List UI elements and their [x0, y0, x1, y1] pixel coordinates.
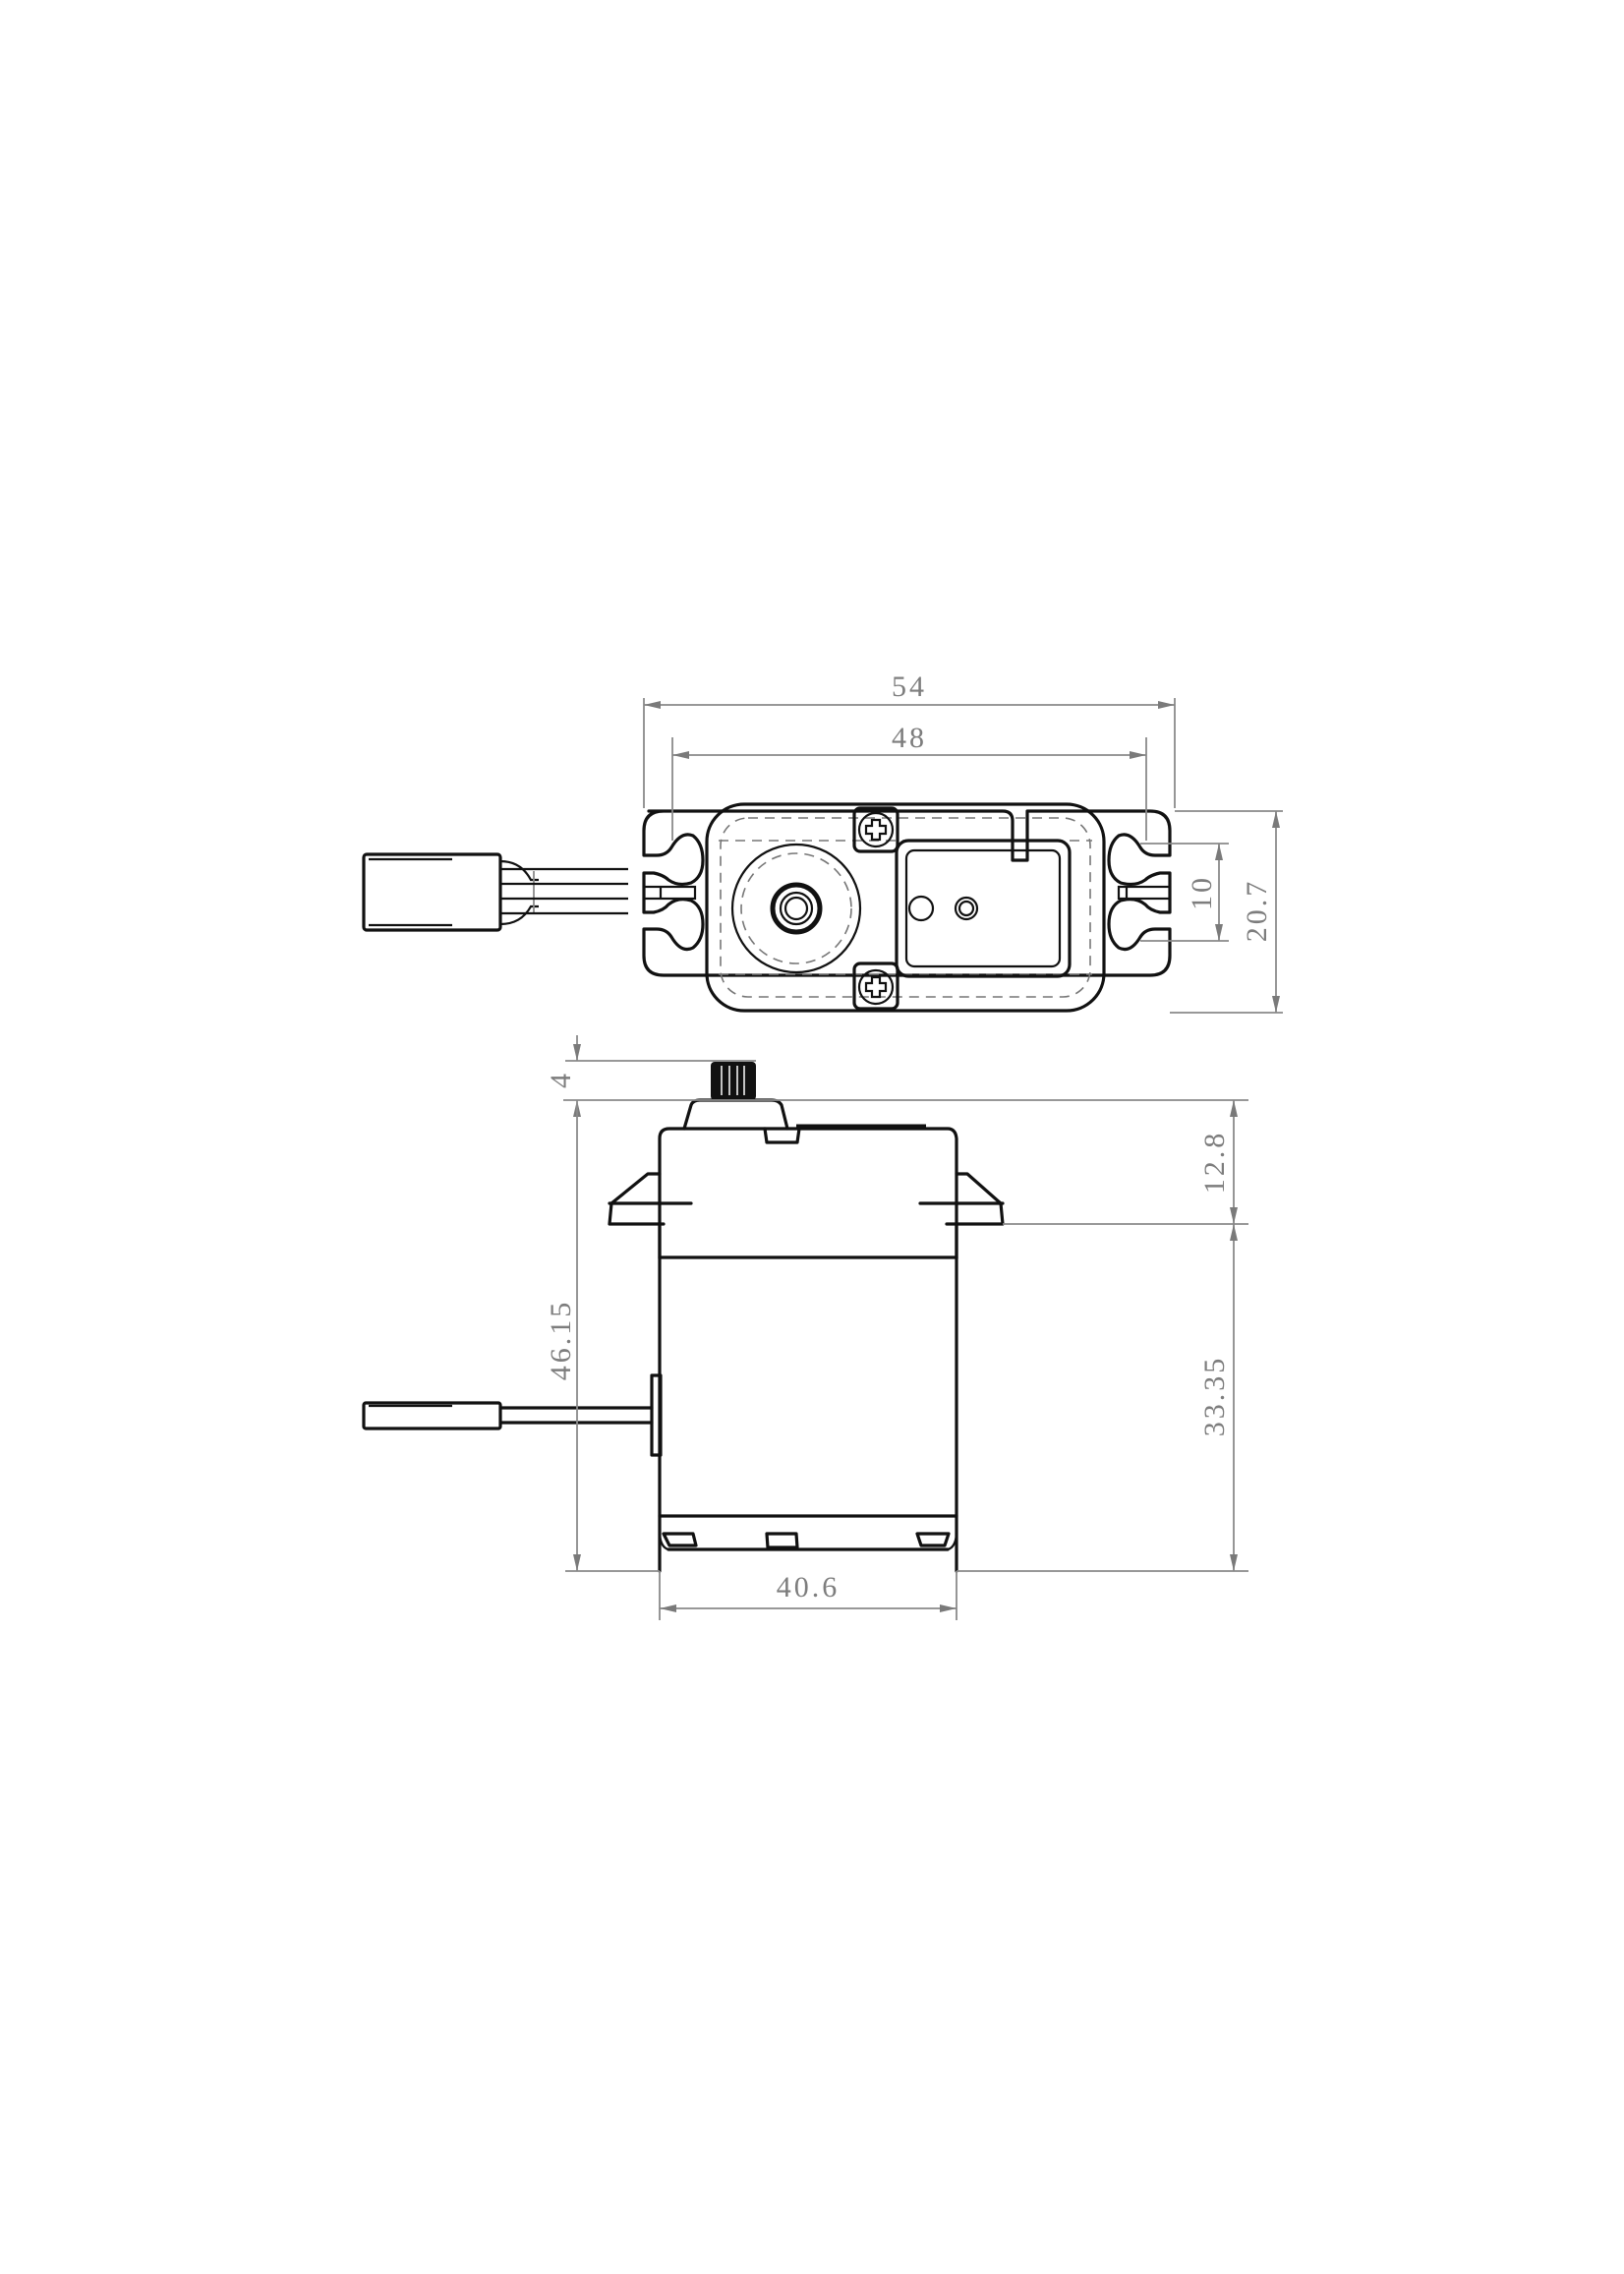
lower-case-side	[658, 1222, 958, 1573]
dim-hole-pitch: 10	[1186, 875, 1218, 910]
screw-bottom	[852, 962, 899, 1011]
dim-overall-depth: 20.7	[1241, 879, 1273, 943]
side-view: 4 46.15 12.8 33.35	[362, 1035, 1248, 1620]
case-feet	[662, 1532, 951, 1549]
dimension-40-6: 40.6	[659, 1571, 957, 1620]
dim-top-to-flange: 12.8	[1198, 1131, 1231, 1195]
connector-plug-top	[362, 852, 628, 932]
top-boss	[682, 1098, 789, 1131]
top-view: 54 48 10 20.7	[362, 671, 1283, 1014]
dim-overall-width: 54	[892, 671, 927, 703]
mounting-flange-top	[642, 809, 1172, 977]
output-spline-top	[730, 843, 862, 974]
dimension-4: 4	[545, 1035, 1248, 1117]
dim-spline-height: 4	[545, 1071, 577, 1088]
dim-hole-spacing: 48	[892, 722, 927, 754]
dimension-12-8: 12.8	[1003, 1100, 1248, 1225]
dimension-10: 10	[1140, 843, 1229, 942]
output-spline-side	[711, 1062, 756, 1100]
dimension-46-15: 46.15	[545, 1100, 660, 1572]
dimension-33-35: 33.35	[957, 1224, 1248, 1572]
dimension-20-7: 20.7	[1170, 810, 1283, 1014]
mounting-ear-right	[918, 1172, 1005, 1226]
dim-flange-to-bottom: 33.35	[1198, 1356, 1231, 1437]
dim-body-width: 40.6	[777, 1571, 841, 1603]
screw-top	[852, 806, 899, 853]
dim-total-height: 46.15	[545, 1300, 577, 1381]
mounting-ear-left	[608, 1172, 693, 1226]
dimension-48: 48	[671, 722, 1147, 841]
wire-side	[362, 1373, 663, 1457]
label-panel-top	[895, 839, 1072, 978]
upper-case-side	[658, 1124, 958, 1260]
dimension-54: 54	[643, 671, 1176, 808]
